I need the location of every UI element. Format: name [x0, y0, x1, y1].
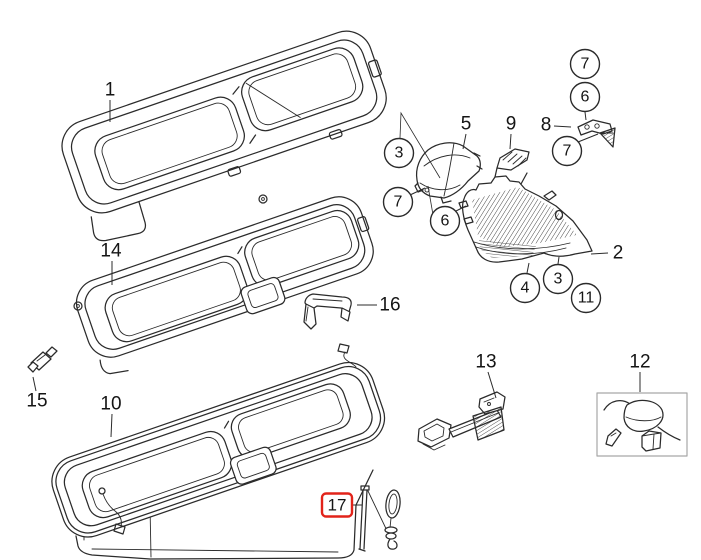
- callout-3a[interactable]: 3: [383, 111, 441, 233]
- callout-13[interactable]: 13: [475, 352, 497, 399]
- callout-11[interactable]: 11: [570, 282, 602, 314]
- callout-leader-line: [32, 376, 37, 392]
- part-10-cord-detail: [98, 343, 357, 535]
- callout-leader-line: [590, 252, 609, 255]
- callout-leader-line: [526, 262, 530, 274]
- callout-3b[interactable]: 3: [542, 256, 574, 295]
- callout-17[interactable]: 17: [320, 492, 362, 518]
- callout-7c[interactable]: 7: [382, 186, 426, 218]
- callout-label: 15: [26, 391, 47, 412]
- callout-7b[interactable]: 7: [551, 133, 599, 167]
- callout-leader-line: [557, 256, 560, 265]
- callout-leader-line: [110, 413, 113, 438]
- part-13-latch-lever: [417, 391, 506, 451]
- callout-label: 7: [394, 194, 403, 211]
- callout-label: 12: [629, 352, 650, 373]
- callout-leader-line: [462, 133, 467, 150]
- callout-leader-line: [584, 111, 587, 121]
- part-1-rear-shelf: [61, 30, 387, 242]
- callout-label: 13: [475, 352, 496, 373]
- callout-layer: 1 14 10 15 16 5 9 8 2 13 12 7 6 7 3 7 6 4 3 11 17: [26, 48, 651, 518]
- part-15-clip: [27, 346, 58, 373]
- callout-highlight-box: [320, 492, 354, 518]
- callout-circle: [383, 137, 415, 169]
- callout-16[interactable]: 16: [357, 295, 401, 316]
- part-17-strap: [358, 485, 401, 552]
- callout-label: 7: [581, 56, 590, 73]
- callout-6b[interactable]: 6: [429, 205, 467, 237]
- callout-leader-line: [509, 133, 512, 150]
- callout-label: 17: [328, 496, 347, 515]
- callout-label: 10: [100, 394, 121, 415]
- callout-label: 2: [613, 243, 624, 264]
- callout-label: 6: [581, 89, 590, 106]
- callout-leader-line: [553, 125, 572, 128]
- callout-7a[interactable]: 7: [569, 48, 601, 80]
- callout-5[interactable]: 5: [461, 114, 472, 150]
- callout-circle: [570, 282, 602, 314]
- callout-leader-line: [399, 111, 441, 179]
- part-5-cover: [414, 142, 483, 204]
- callout-label: 3: [554, 271, 563, 288]
- callout-circle: [382, 186, 414, 218]
- part-2-speaker-grille: [458, 175, 593, 263]
- callout-circle: [569, 81, 601, 113]
- callout-label: 8: [541, 115, 552, 136]
- callout-12[interactable]: 12: [629, 352, 651, 393]
- callout-leader-line: [577, 133, 599, 143]
- shelf-screw-details: [73, 194, 268, 311]
- callout-1[interactable]: 1: [105, 80, 116, 123]
- callout-label: 14: [100, 241, 122, 262]
- part-8-bracket: [577, 119, 616, 148]
- diagram-linework: [27, 30, 688, 560]
- callout-leader-line: [487, 371, 497, 399]
- callout-label: 4: [521, 280, 530, 297]
- callout-leader-line: [409, 187, 426, 196]
- callout-label: 9: [506, 114, 517, 135]
- callout-8[interactable]: 8: [541, 115, 572, 136]
- callout-14[interactable]: 14: [100, 241, 122, 286]
- callout-label: 7: [563, 143, 572, 160]
- callout-circle: [509, 272, 541, 304]
- callout-label: 3: [395, 145, 404, 162]
- callout-4[interactable]: 4: [509, 262, 541, 304]
- callout-10[interactable]: 10: [100, 394, 122, 438]
- callout-circle: [542, 263, 574, 295]
- part-12-kit-box: [596, 392, 688, 457]
- callout-label: 16: [379, 295, 400, 316]
- callout-label: 5: [461, 114, 472, 135]
- callout-label: 11: [578, 290, 595, 307]
- callout-circle: [429, 205, 461, 237]
- callout-15[interactable]: 15: [26, 376, 48, 412]
- part-14-shelf: [75, 196, 374, 375]
- part-16-handle-bracket: [303, 293, 352, 330]
- callout-label: 6: [441, 213, 450, 230]
- callout-9[interactable]: 9: [506, 114, 517, 150]
- callout-6a[interactable]: 6: [569, 81, 601, 121]
- callout-label: 1: [105, 80, 116, 101]
- callout-circle: [551, 135, 583, 167]
- callout-circle: [569, 48, 601, 80]
- part-10-shelf: [51, 361, 386, 538]
- callout-2[interactable]: 2: [590, 243, 624, 264]
